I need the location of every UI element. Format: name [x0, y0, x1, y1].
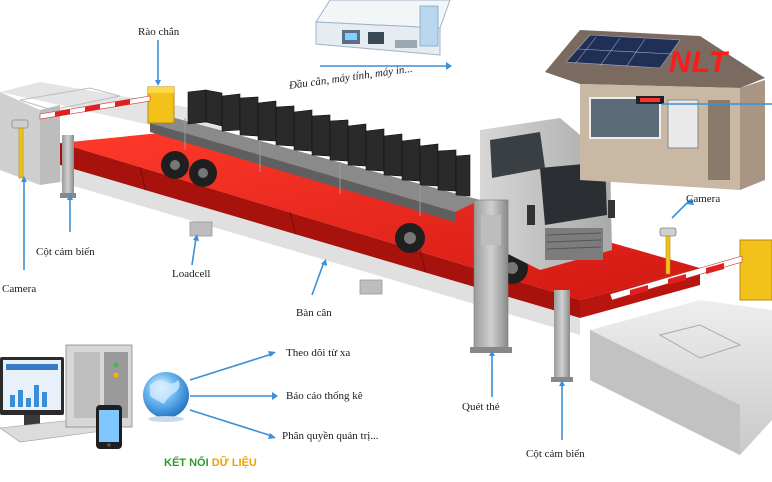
label-camera-left: Camera: [2, 283, 37, 295]
computer-monitor-icon: [0, 357, 111, 443]
brand-logo: NLT: [669, 46, 729, 79]
truck-icon: [150, 89, 615, 284]
label-ban-can: Bàn cân: [296, 307, 332, 319]
right-approach-slab: [590, 300, 772, 455]
office-desk-icon: [315, 0, 451, 56]
camera-icon: [11, 119, 29, 179]
connect-word-3: DỮ LIỆU: [211, 457, 257, 469]
label-loadcell: Loadcell: [172, 268, 211, 280]
label-quet-the: Quét thẻ: [462, 401, 500, 413]
label-cot-cam-bien-right: Cột cảm biến: [526, 448, 585, 460]
connect-word-2: NỐI: [189, 457, 209, 469]
label-theo-doi: Theo dõi từ xa: [286, 347, 351, 359]
smartphone-icon: [96, 405, 122, 449]
label-bao-cao: Báo cáo thống kê: [286, 390, 363, 402]
label-phan-quyen: Phân quyền quản trị...: [282, 430, 379, 442]
sensor-pole-icon-right: [551, 290, 573, 382]
camera-icon-right: [659, 227, 677, 275]
connect-word-1: KẾT: [164, 457, 186, 469]
pointer-arrows: [21, 62, 694, 439]
card-reader-icon: [470, 199, 512, 353]
connect-caption: KẾT NỐI DỮ LIỆU: [164, 457, 257, 470]
label-cot-cam-bien-left: Cột cảm biến: [36, 246, 95, 258]
globe-icon: [143, 372, 189, 422]
loadcell-icon: [189, 221, 383, 295]
sensor-pole-icon: [60, 135, 76, 198]
label-rao-chan: Rào chắn: [138, 26, 180, 38]
pointer-lines: [23, 40, 772, 440]
solar-panel-icon: [565, 34, 681, 69]
barrier-icon: [39, 86, 175, 124]
label-camera-right: Camera: [686, 193, 721, 205]
guard-house-icon: [545, 30, 765, 190]
barrier-icon-right: [609, 239, 772, 301]
